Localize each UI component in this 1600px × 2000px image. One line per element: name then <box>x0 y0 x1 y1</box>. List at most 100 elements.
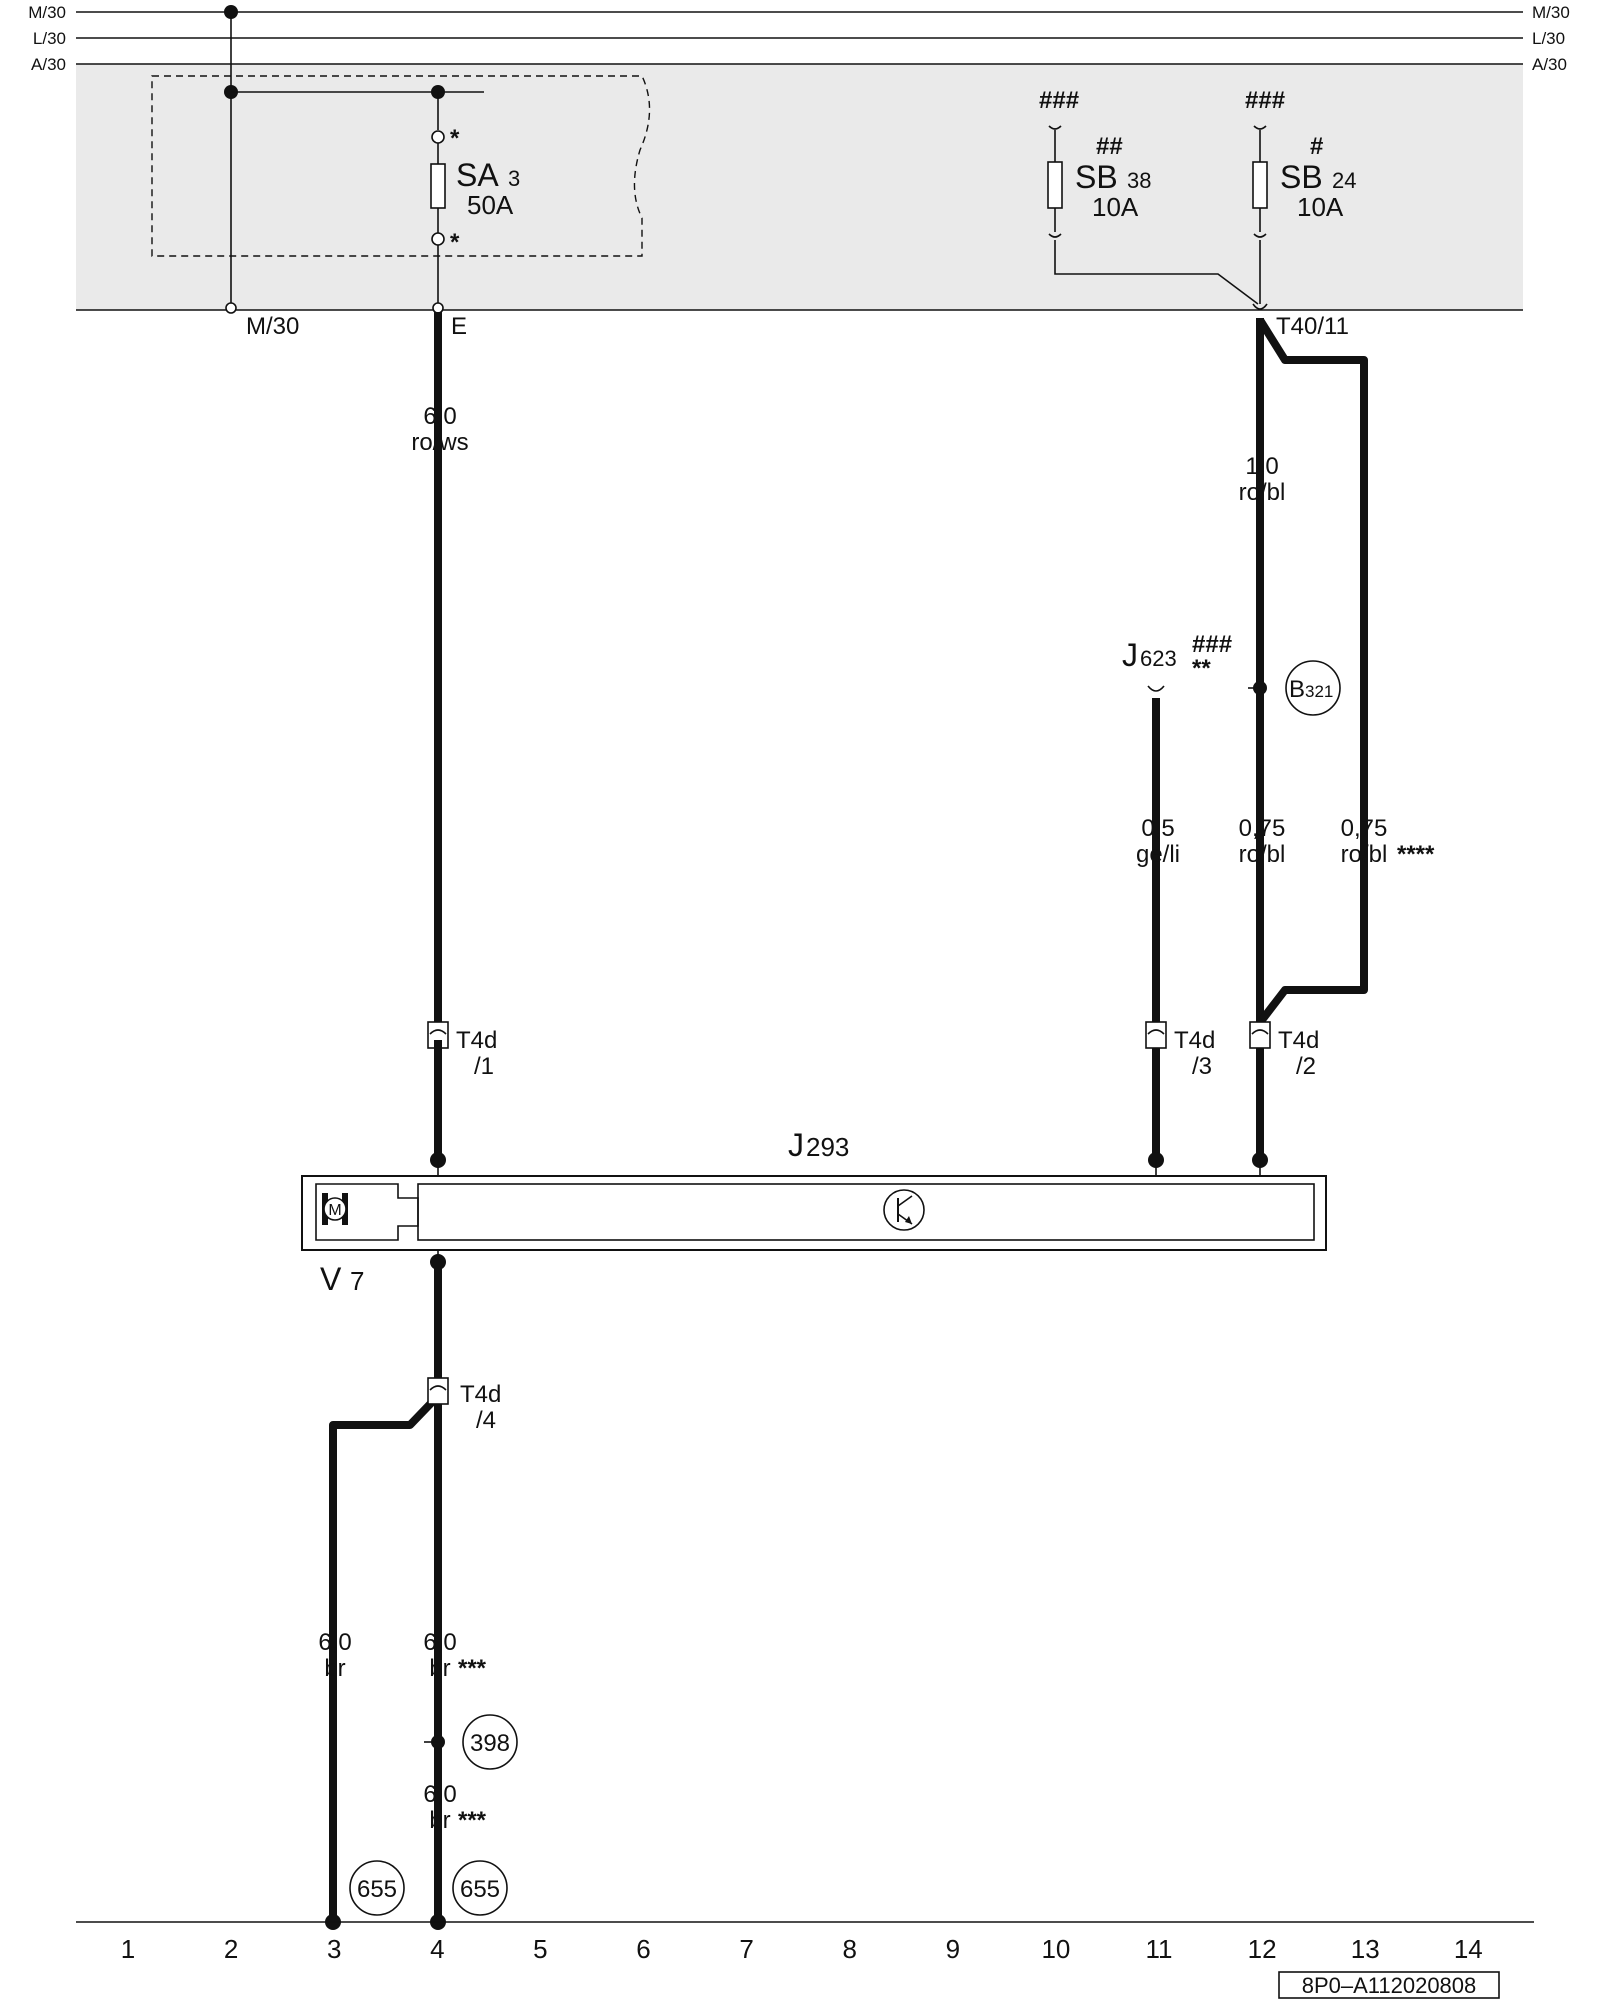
wire-gauge: 0,75 <box>1239 815 1286 842</box>
wire-color: ro/bl <box>1239 841 1286 868</box>
b321-name: B <box>1289 676 1305 703</box>
sb24-connector-bottom <box>1253 233 1267 238</box>
v7-name: V <box>320 1261 342 1297</box>
sa3-mark-top: * <box>450 125 460 152</box>
ground-398-label: 398 <box>470 1730 510 1757</box>
sb24-index: 24 <box>1332 168 1356 193</box>
t4d-1-name: T4d <box>456 1027 497 1054</box>
j623-name: J <box>1122 637 1138 673</box>
b321-index: 321 <box>1305 682 1333 701</box>
v7-motor-housing <box>315 1183 419 1241</box>
wire-color: ge/li <box>1136 841 1180 868</box>
fuse-relay-panel <box>76 64 1523 310</box>
wire-gauge: 0,5 <box>1141 815 1174 842</box>
sa3-rating: 50A <box>467 190 514 220</box>
junction-dot <box>224 5 238 19</box>
column-number: 5 <box>533 1934 547 1964</box>
sb38-name: SB <box>1075 159 1118 195</box>
connector-t4d-1-icon <box>427 1021 449 1049</box>
t4d-2-pin: /2 <box>1296 1053 1316 1080</box>
fuse-icon-sa3 <box>430 163 446 209</box>
ground-655-label: 655 <box>460 1876 500 1903</box>
rail-label-l30-left: L/30 <box>33 29 66 48</box>
v7-index: 7 <box>350 1266 364 1296</box>
wire-gauge: 6,0 <box>423 403 456 430</box>
sb38-rating: 10A <box>1092 192 1139 222</box>
column-number: 3 <box>327 1934 341 1964</box>
svg-text:M: M <box>328 1202 341 1219</box>
connector-t4d-4-icon <box>427 1377 449 1405</box>
column-number: 7 <box>739 1934 753 1964</box>
connector-t4d-3-icon <box>1145 1021 1167 1049</box>
sb38-top-mark: ### <box>1039 87 1079 114</box>
wire-color: br <box>429 1807 450 1834</box>
fuse-holder-dashed-box <box>151 75 651 257</box>
wire-ground-branch <box>329 1395 439 1920</box>
sb38-connector-top <box>1048 125 1062 130</box>
j293-index: 293 <box>806 1132 849 1162</box>
sb24-mark: # <box>1310 133 1323 160</box>
connector-t4d-2-icon <box>1249 1021 1271 1049</box>
ground-398-circle <box>462 1714 518 1770</box>
wire-mark: *** <box>458 1807 487 1834</box>
column-number: 4 <box>430 1934 444 1964</box>
diagram-id: 8P0–A112020808 <box>1302 1973 1477 1998</box>
column-number: 13 <box>1351 1934 1380 1964</box>
wire-gauge: 1,0 <box>1245 453 1278 480</box>
wire-gauge: 0,75 <box>1341 815 1388 842</box>
terminal-label-m30: M/30 <box>246 313 299 340</box>
wire-gauge: 6,0 <box>423 1629 456 1656</box>
ground-655-label: 655 <box>357 1876 397 1903</box>
j293-name: J <box>788 1127 804 1163</box>
sb24-top-mark: ### <box>1245 87 1285 114</box>
j623-mark-top: ### <box>1192 631 1232 658</box>
j623-index: 623 <box>1140 646 1177 671</box>
ground-655-circle <box>452 1860 508 1916</box>
sb38-to-t40-wire <box>1054 240 1259 305</box>
t4d-4-name: T4d <box>460 1381 501 1408</box>
wire-gauge: 6,0 <box>318 1629 351 1656</box>
diagram-id-box <box>1278 1971 1500 1999</box>
column-number: 14 <box>1454 1934 1483 1964</box>
motor-icon: M <box>322 1193 348 1225</box>
rail-label-a30-right: A/30 <box>1532 55 1567 74</box>
j623-mark-bottom: ** <box>1192 655 1211 682</box>
rail-label-m30-right: M/30 <box>1532 3 1570 22</box>
column-number: 11 <box>1146 1934 1173 1964</box>
t4d-3-name: T4d <box>1174 1027 1215 1054</box>
terminal-label-e: E <box>451 313 467 340</box>
sb24-name: SB <box>1280 159 1323 195</box>
sa3-contact-top <box>431 130 445 144</box>
connector-j623 <box>1147 685 1165 692</box>
wire-t40-bypass <box>1256 317 1368 1023</box>
terminal-e <box>432 302 444 314</box>
t4d-4-pin: /4 <box>476 1407 496 1434</box>
transistor-icon <box>883 1189 925 1231</box>
sa3-index: 3 <box>508 166 520 191</box>
t4d-2-name: T4d <box>1278 1027 1319 1054</box>
fuse-icon-sb24 <box>1252 161 1268 209</box>
sb38-mark: ## <box>1096 133 1123 160</box>
column-number: 1 <box>121 1934 135 1964</box>
t4d-1-pin: /1 <box>474 1053 494 1080</box>
column-number: 12 <box>1248 1934 1277 1964</box>
ground-655-circle <box>349 1860 405 1916</box>
rail-label-m30-left: M/30 <box>28 3 66 22</box>
wire-mark: **** <box>1397 841 1435 868</box>
sa3-name: SA <box>456 157 499 193</box>
j293-control-unit <box>417 1183 1315 1241</box>
fuse-icon-sb38 <box>1047 161 1063 209</box>
wire-color: ro/bl <box>1341 841 1388 868</box>
sb38-index: 38 <box>1127 168 1151 193</box>
sb24-rating: 10A <box>1297 192 1344 222</box>
sa3-contact-bottom <box>431 232 445 246</box>
wire-color: ro/ws <box>411 429 468 456</box>
column-number: 8 <box>842 1934 856 1964</box>
connector-t40-11 <box>1252 303 1268 310</box>
column-number: 6 <box>636 1934 650 1964</box>
terminal-m30 <box>225 302 237 314</box>
connection-b321-circle <box>1285 660 1341 716</box>
rail-label-l30-right: L/30 <box>1532 29 1565 48</box>
